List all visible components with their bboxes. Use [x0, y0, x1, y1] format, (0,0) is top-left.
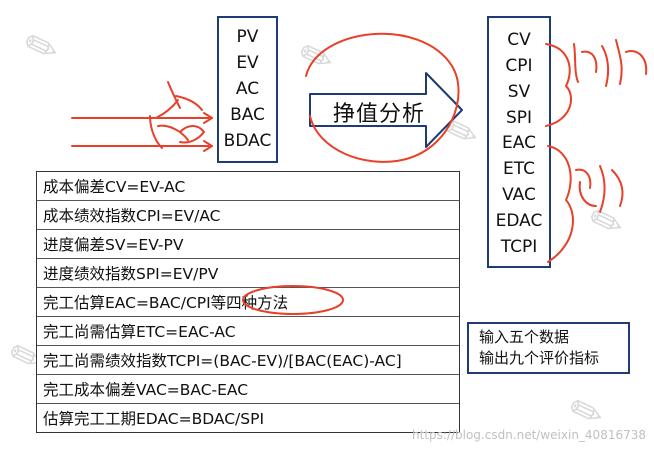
output-item-etc: ETC [503, 159, 535, 180]
formula-row-etc: 完工尚需估算ETC=EAC-AC [37, 317, 459, 346]
formula-row-edac: 估算完工工期EDAC=BDAC/SPI [43, 410, 265, 428]
formula-row-spi: 进度绩效指数SPI=EV/PV [37, 259, 459, 288]
source-credit: https://blog.csdn.net/weixin_40816738 [411, 428, 646, 442]
output-item-edac: EDAC [495, 210, 543, 231]
note-line-input: 输入五个数据 [479, 328, 570, 346]
output-item-tcpi: TCPI [500, 236, 538, 257]
arrow-label: 挣值分析 [332, 102, 425, 127]
note-box: 输入五个数据 输出九个评价指标 [467, 322, 630, 374]
input-item-bdac: BDAC [223, 131, 272, 152]
watermark: ✎ [18, 20, 66, 76]
watermark: ✎ [583, 195, 631, 251]
formula-row-cpi: 成本绩效指数CPI=EV/AC [37, 201, 459, 230]
formula-row-cv: 成本偏差CV=EV-AC [37, 172, 459, 201]
formula-row-tcpi: 完工尚需绩效指数TCPI=(BAC-EV)/[BAC(EAC)-AC] [37, 346, 459, 375]
input-item-ac: AC [235, 78, 260, 99]
output-item-cpi: CPI [505, 56, 533, 77]
output-box: CV CPI SV SPI EAC ETC VAC EDAC TCPI [487, 16, 551, 268]
input-item-bac: BAC [230, 105, 265, 126]
output-item-spi: SPI [505, 107, 533, 128]
formula-row-sv: 进度偏差SV=EV-PV [37, 230, 459, 259]
output-item-vac: VAC [502, 184, 536, 205]
formula-row-eac: 完工估算EAC=BAC/CPI等四种方法 [37, 288, 459, 317]
input-item-pv: PV [236, 26, 259, 47]
formula-row-vac: 完工成本偏差VAC=BAC-EAC [37, 375, 459, 404]
note-line-output: 输出九个评价指标 [479, 349, 600, 367]
input-item-ev: EV [236, 52, 259, 73]
formula-table: 成本偏差CV=EV-AC 成本绩效指数CPI=EV/AC 进度偏差SV=EV-P… [36, 171, 460, 433]
input-box: PV EV AC BAC BDAC [217, 16, 278, 163]
output-item-sv: SV [507, 81, 531, 102]
output-item-eac: EAC [502, 133, 536, 154]
output-item-cv: CV [507, 30, 531, 51]
